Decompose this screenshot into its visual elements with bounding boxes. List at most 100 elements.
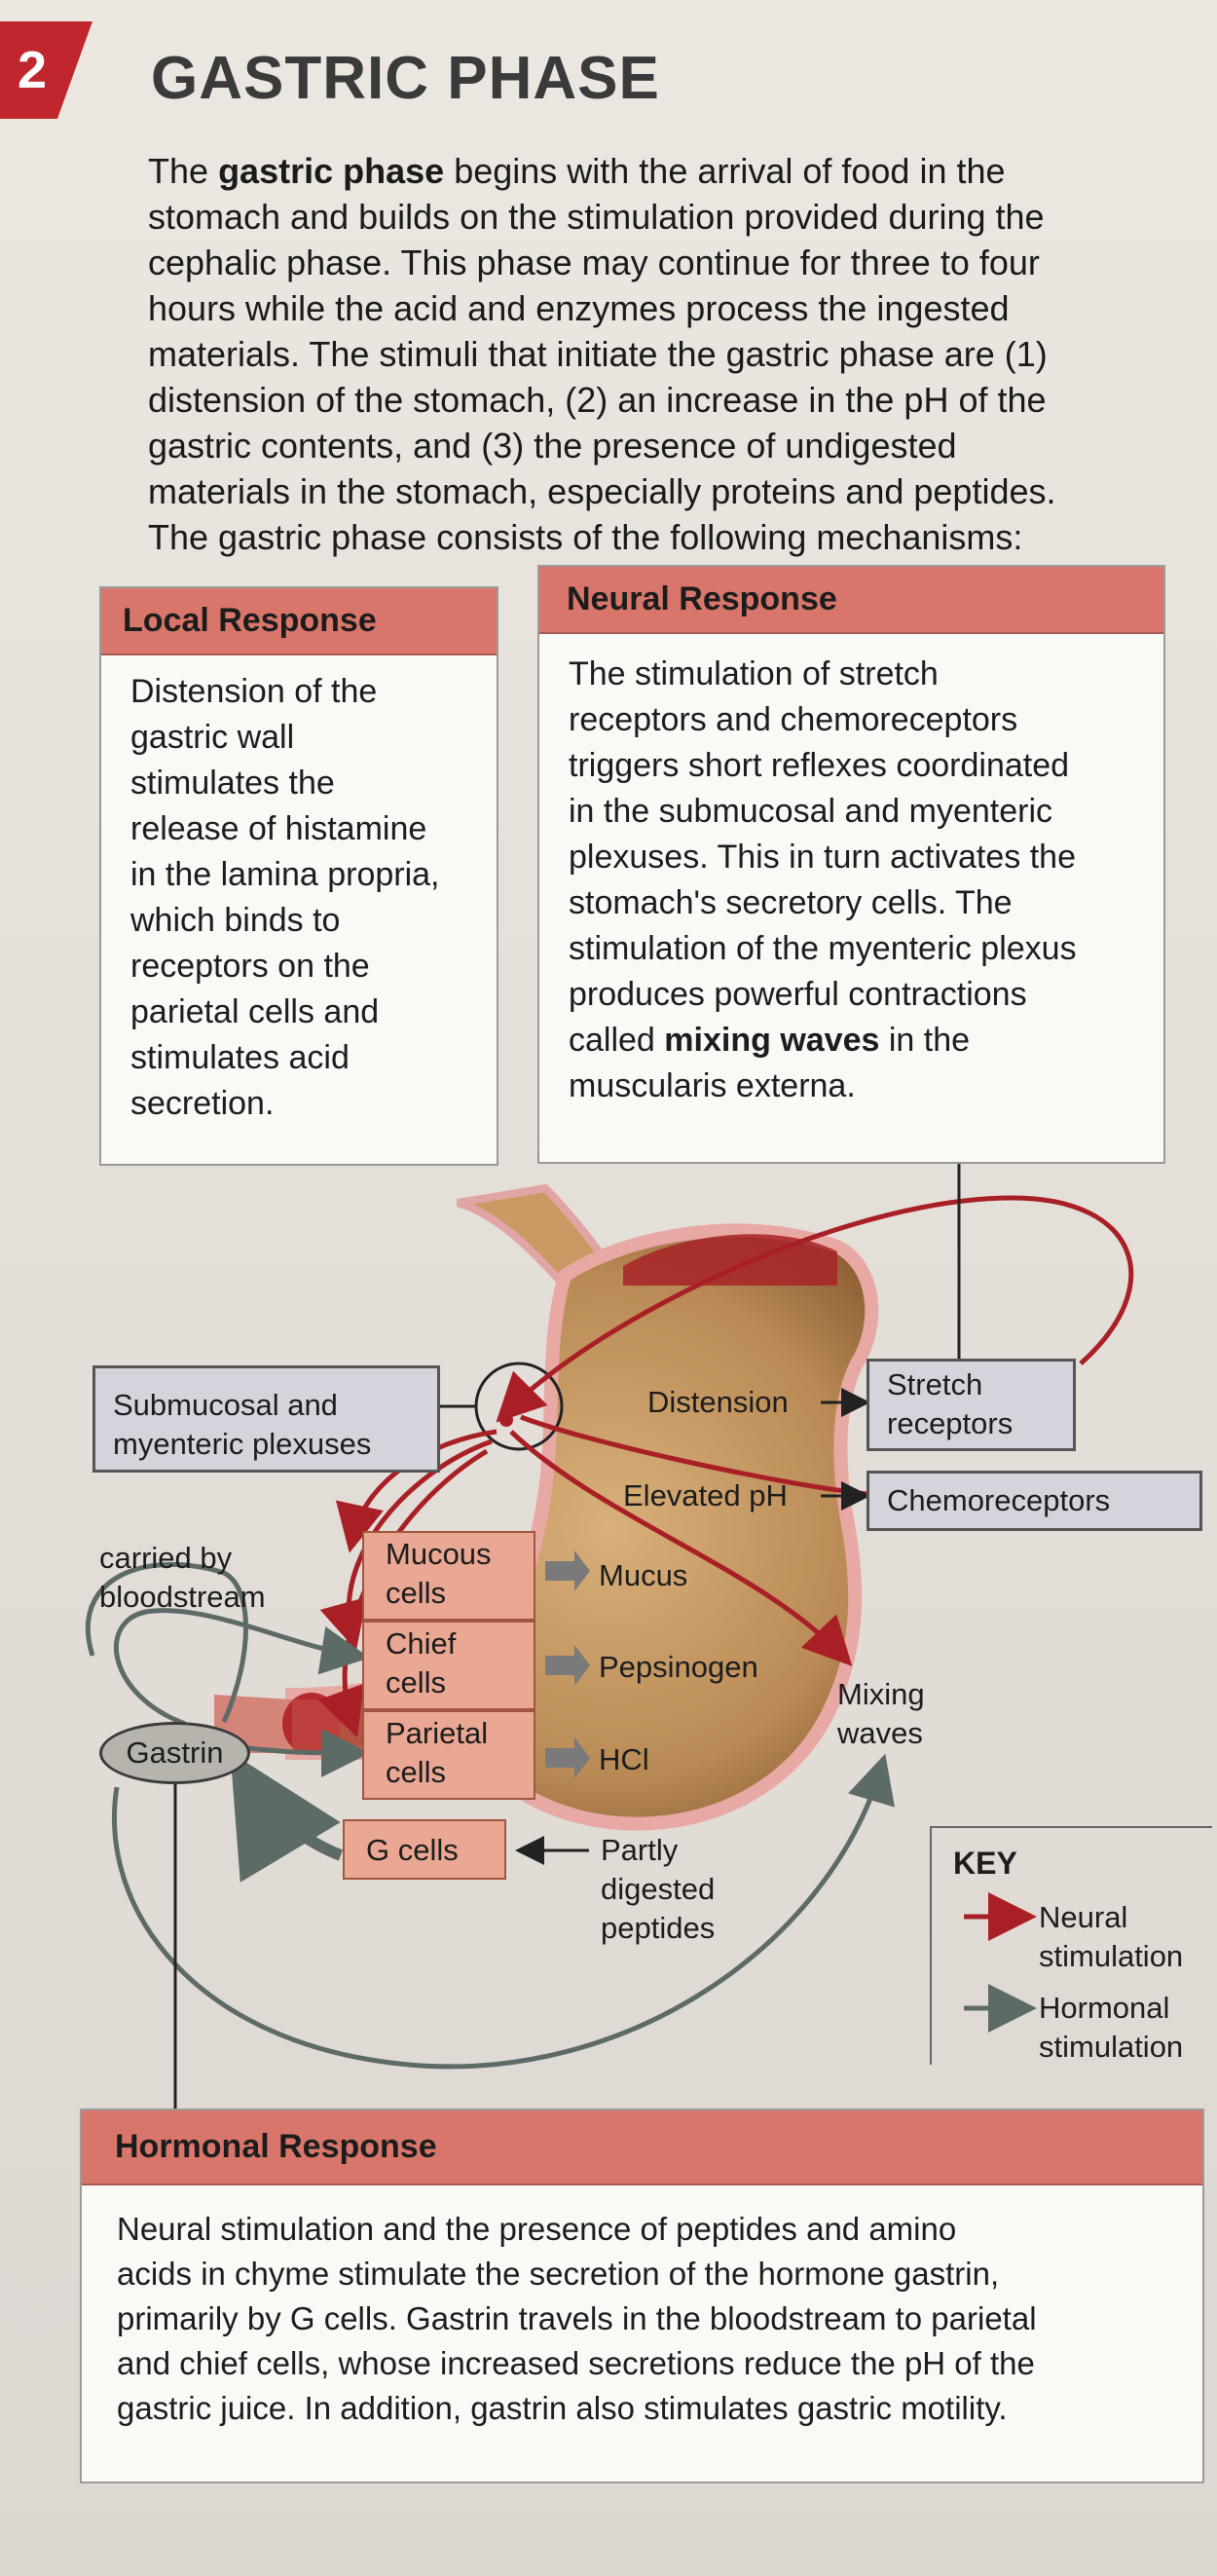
local-response-body: Distension of the gastric wall stimulate… — [101, 655, 497, 1139]
neural-line: triggers short reflexes coordinated — [569, 747, 1070, 784]
key-hormonal-line: Hormonal — [1039, 1991, 1170, 2025]
stretch-line: Stretch — [887, 1367, 983, 1401]
hcl-label: HCl — [599, 1742, 649, 1776]
gastrin-oval: Gastrin — [99, 1722, 250, 1784]
intro-line-9: The gastric phase consists of the follow… — [148, 517, 1023, 557]
local-line: stimulates the — [130, 765, 335, 802]
g-cells-box: G cells — [343, 1819, 506, 1880]
partly-digested-peptides-label: Partly digested peptides — [601, 1831, 715, 1948]
mixing-line: Mixing — [837, 1677, 925, 1711]
distension-label: Distension — [647, 1385, 789, 1419]
chief-line: Chief — [386, 1626, 457, 1661]
intro-line-7: gastric contents, and (3) the presence o… — [148, 426, 957, 466]
key-neural-label: Neural stimulation — [1039, 1898, 1183, 1976]
hormonal-to-mixing — [112, 1753, 895, 2070]
neural-arrow-to-chief — [319, 1438, 493, 1651]
plexuses-label-box: Submucosal and myenteric plexuses — [92, 1365, 440, 1473]
neural-arrow-to-mixing — [509, 1430, 853, 1666]
plexuses-label-line: myenteric plexuses — [113, 1427, 372, 1461]
neural-response-title: Neural Response — [539, 567, 1163, 634]
neural-arrow-chemo — [520, 1414, 877, 1498]
stretch-receptors-box: Stretch receptors — [867, 1359, 1076, 1451]
intro-paragraph: The gastric phase begins with the arriva… — [148, 148, 1151, 560]
parietal-line: Parietal — [386, 1716, 489, 1750]
intro-line-8: materials in the stomach, especially pro… — [148, 471, 1056, 511]
key-neural-line: Neural — [1039, 1900, 1128, 1934]
chief-line: cells — [386, 1665, 447, 1699]
intro-line-2: stomach and builds on the stimulation pr… — [148, 197, 1045, 237]
neural-line: produces powerful contractions — [569, 976, 1027, 1013]
hormonal-loop-upper — [85, 1561, 248, 1724]
neural-line: The stimulation of stretch — [569, 655, 939, 692]
peptides-line: Partly — [601, 1833, 679, 1867]
chief-cells-box: Chief cells — [362, 1621, 535, 1710]
mucous-line: Mucous — [386, 1537, 492, 1571]
neural-line: in the submucosal and myenteric — [569, 793, 1053, 830]
peptides-line: peptides — [601, 1911, 716, 1945]
mixing-line: waves — [837, 1716, 923, 1750]
intro-line-4: hours while the acid and enzymes process… — [148, 288, 1010, 328]
neural-line: receptors and chemoreceptors — [569, 701, 1018, 738]
local-line: which binds to — [130, 902, 341, 939]
mucus-arrow — [545, 1550, 590, 1591]
hormonal-response-title: Hormonal Response — [82, 2110, 1202, 2185]
carried-line: bloodstream — [99, 1580, 266, 1614]
local-line: Distension of the — [130, 673, 378, 710]
hormonal-to-parietal — [247, 1728, 370, 1777]
peptides-line: digested — [601, 1872, 716, 1906]
key-hormonal-label: Hormonal stimulation — [1039, 1989, 1183, 2067]
neural-response-body: The stimulation of stretch receptors and… — [539, 634, 1163, 1121]
elevated-ph-label: Elevated pH — [623, 1478, 788, 1512]
local-line: in the lamina propria, — [130, 856, 440, 893]
mucous-line: cells — [386, 1576, 447, 1610]
mixing-waves-term: mixing waves — [664, 1022, 880, 1059]
neural-line: stomach's secretory cells. The — [569, 884, 1013, 921]
hcl-arrow — [545, 1737, 590, 1778]
mixing-waves-label: Mixing waves — [837, 1675, 925, 1753]
hormonal-response-box: Hormonal Response Neural stimulation and… — [80, 2109, 1204, 2483]
hormonal-response-body: Neural stimulation and the presence of p… — [82, 2185, 1202, 2452]
intro-line-5: materials. The stimuli that initiate the… — [148, 334, 1048, 374]
intro-line-6: distension of the stomach, (2) an increa… — [148, 380, 1047, 420]
pepsinogen-label: Pepsinogen — [599, 1650, 758, 1684]
pepsinogen-arrow — [545, 1645, 590, 1686]
local-line: receptors on the — [130, 948, 370, 985]
neural-line: called mixing waves in the — [569, 1022, 971, 1059]
plexus-dot — [499, 1413, 513, 1427]
mucous-cells-box: Mucous cells — [362, 1531, 535, 1621]
chemoreceptors-box: Chemoreceptors — [867, 1471, 1202, 1531]
stretch-line: receptors — [887, 1406, 1014, 1440]
carried-line: carried by — [99, 1541, 233, 1575]
legend-key: KEY Neural stimulation Hormonal stimulat… — [930, 1826, 1212, 2065]
page-title: GASTRIC PHASE — [151, 45, 660, 112]
key-title: KEY — [953, 1846, 1017, 1881]
neural-arrow-stretch-loop — [496, 1195, 1134, 1423]
parietal-line: cells — [386, 1755, 447, 1789]
neural-line: stimulation of the myenteric plexus — [569, 930, 1077, 967]
hormonal-line: gastric juice. In addition, gastrin also… — [117, 2390, 1008, 2426]
local-line: stimulates acid — [130, 1039, 350, 1076]
intro-bold-term: gastric phase — [218, 151, 445, 191]
local-line: parietal cells and — [130, 993, 380, 1030]
key-hormonal-line: stimulation — [1039, 2030, 1184, 2064]
carried-by-bloodstream-label: carried by bloodstream — [99, 1539, 266, 1617]
hormonal-loop-to-chief — [113, 1608, 370, 1727]
local-response-box: Local Response Distension of the gastric… — [99, 586, 498, 1166]
local-line: gastric wall — [130, 719, 295, 756]
hormonal-line: and chief cells, whose increased secreti… — [117, 2345, 1035, 2381]
hormonal-gcells-to-gastrin — [230, 1752, 344, 1883]
hormonal-line: Neural stimulation and the presence of p… — [117, 2211, 957, 2247]
local-line: secretion. — [130, 1085, 275, 1122]
parietal-cells-box: Parietal cells — [362, 1710, 535, 1800]
hormonal-line: acids in chyme stimulate the secretion o… — [117, 2256, 1000, 2292]
local-line: release of histamine — [130, 810, 427, 847]
intro-line-3: cephalic phase. This phase may continue … — [148, 243, 1040, 282]
hormonal-line: primarily by G cells. Gastrin travels in… — [117, 2300, 1037, 2336]
intro-line-1: The gastric phase begins with the arriva… — [148, 151, 1006, 191]
local-response-title: Local Response — [101, 588, 497, 655]
plexuses-label-line: Submucosal and — [113, 1388, 338, 1422]
neural-line: plexuses. This in turn activates the — [569, 839, 1076, 876]
neural-response-box: Neural Response The stimulation of stret… — [537, 565, 1165, 1164]
key-neural-line: stimulation — [1039, 1939, 1184, 1973]
mucus-label: Mucus — [599, 1558, 688, 1592]
